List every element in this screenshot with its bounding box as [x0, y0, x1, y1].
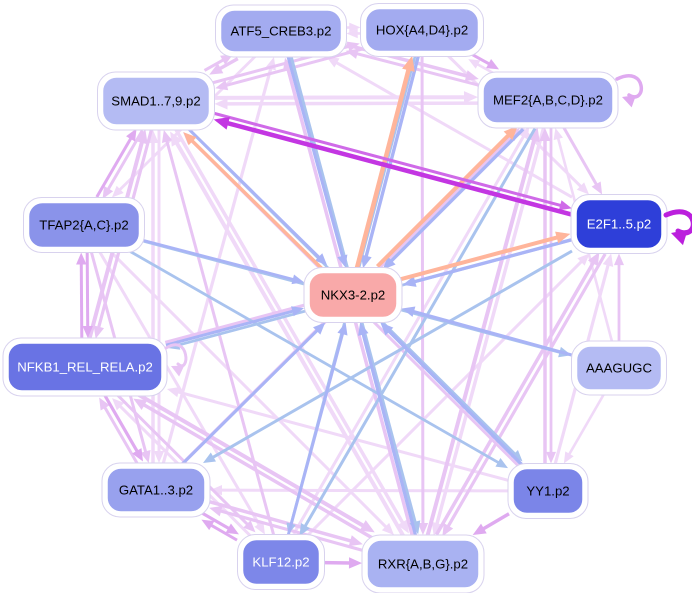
- edge-gata-klf12: [201, 512, 239, 535]
- edge-hox-nkx3: [360, 55, 420, 269]
- edge-mef2-nkx3: [382, 127, 525, 270]
- edge-mef2-smad: [214, 98, 480, 110]
- node-smad[interactable]: SMAD1..7,9.p2: [97, 71, 215, 131]
- edge-mef2-yy1: [545, 127, 557, 464]
- edge-tfap2-smad: [95, 128, 137, 198]
- edge-klf12-gata: [201, 519, 238, 542]
- node-label-smad: SMAD1..7,9.p2: [111, 94, 200, 109]
- node-label-nkx3: NKX3-2.p2: [321, 288, 386, 303]
- edge-e2f1-smad: [213, 116, 572, 217]
- node-gata[interactable]: GATA1..3.p2: [101, 462, 211, 518]
- edge-e2f1-rxr: [442, 253, 607, 537]
- edge-rxr-e2f1: [435, 252, 600, 536]
- node-rxr[interactable]: RXR{A,B,G}.p2: [361, 534, 485, 593]
- edge-smad-rxr: [173, 126, 409, 534]
- edge-tfap2-klf12: [98, 250, 265, 535]
- edge-klf12-rxr: [323, 557, 362, 569]
- edge-rxr-nfkb: [133, 398, 375, 541]
- node-label-hox: HOX{A4,D4}.p2: [376, 23, 468, 38]
- self-loop-nfkb: [164, 343, 188, 377]
- node-yy1[interactable]: YY1.p2: [507, 463, 589, 519]
- node-label-klf12: KLF12.p2: [252, 555, 309, 570]
- node-label-atf5: ATF5_CREB3.p2: [231, 24, 332, 39]
- edge-smad-mef2: [213, 91, 478, 104]
- edge-gata-nkx3: [181, 322, 326, 466]
- node-nkx3[interactable]: NKX3-2.p2: [303, 267, 403, 323]
- edge-tfap2-nkx3: [143, 239, 304, 285]
- edge-tfap2-yy1: [129, 250, 508, 469]
- edge-hox-rxr: [417, 55, 429, 535]
- edge-e2f1-atf5: [326, 57, 573, 199]
- node-label-yy1: YY1.p2: [526, 484, 569, 499]
- node-hox[interactable]: HOX{A4,D4}.p2: [360, 3, 484, 57]
- edge-yy1-nkx3: [380, 322, 523, 466]
- edge-gata-nfkb: [99, 397, 140, 467]
- edge-nkx3-hox: [354, 55, 415, 269]
- node-nfkb[interactable]: NFKB1_REL_RELA.p2: [2, 337, 168, 397]
- edge-aaag-e2f1: [613, 253, 625, 342]
- edge-nkx3-smad: [183, 132, 326, 272]
- node-label-tfap2: TFAP2{A,C}.p2: [39, 218, 128, 233]
- node-label-nfkb: NFKB1_REL_RELA.p2: [17, 360, 153, 375]
- node-mef2[interactable]: MEF2{A,B,C,D}.p2: [477, 71, 619, 129]
- node-label-gata: GATA1..3.p2: [119, 483, 193, 498]
- node-e2f1[interactable]: E2F1..5.p2: [570, 194, 668, 254]
- node-klf12[interactable]: KLF12.p2: [237, 534, 325, 590]
- edge-aaag-yy1: [563, 393, 606, 464]
- edge-yy1-mef2: [539, 128, 551, 465]
- edge-nfkb-gata: [102, 392, 144, 462]
- edge-nfkb-klf12: [114, 391, 256, 533]
- edge-nfkb-nkx3: [165, 306, 304, 347]
- self-loop-e2f1: [663, 209, 692, 246]
- node-label-e2f1: E2F1..5.p2: [587, 217, 652, 232]
- edge-smad-e2f1: [213, 111, 572, 211]
- self-loop-mef2: [615, 74, 643, 108]
- edge-mef2-atf5: [345, 48, 479, 87]
- edge-nfkb-tfap2: [76, 252, 87, 340]
- node-atf5[interactable]: ATF5_CREB3.p2: [215, 4, 347, 58]
- node-aaag[interactable]: AAAGUGC: [571, 340, 667, 396]
- edge-nfkb-rxr: [133, 390, 375, 533]
- node-label-mef2: MEF2{A,B,C,D}.p2: [493, 93, 603, 108]
- edge-e2f1-gata: [202, 249, 573, 463]
- edge-nkx3-mef2: [375, 125, 518, 268]
- edge-yy1-nfkb: [167, 387, 510, 483]
- edge-klf12-nkx3: [286, 322, 348, 536]
- node-label-aaag: AAAGUGC: [586, 361, 652, 376]
- edge-e2f1-nkx3: [402, 237, 574, 287]
- edge-atf5-nkx3: [286, 55, 348, 268]
- edge-tfap2-nfkb: [82, 251, 93, 338]
- edge-smad-nkx3: [185, 125, 328, 266]
- edge-aaag-nkx3: [402, 306, 573, 357]
- edge-rxr-nkx3: [358, 322, 418, 537]
- edge-tfap2-rxr: [109, 250, 394, 535]
- edge-atf5-smad: [209, 57, 239, 75]
- edge-mef2-e2f1: [562, 126, 603, 195]
- edge-rxr-mef2: [425, 127, 540, 536]
- self-loops-layer: [164, 74, 692, 377]
- edge-klf12-mef2: [292, 126, 530, 535]
- edge-yy1-rxr: [472, 512, 510, 535]
- edge-smad-gata: [153, 129, 165, 463]
- edge-mef2-rxr: [431, 127, 546, 536]
- node-label-rxr: RXR{A,B,G}.p2: [378, 557, 468, 572]
- edge-smad-tfap2: [102, 129, 144, 200]
- node-tfap2[interactable]: TFAP2{A,C}.p2: [23, 197, 145, 253]
- edge-nkx3-e2f1: [399, 231, 571, 282]
